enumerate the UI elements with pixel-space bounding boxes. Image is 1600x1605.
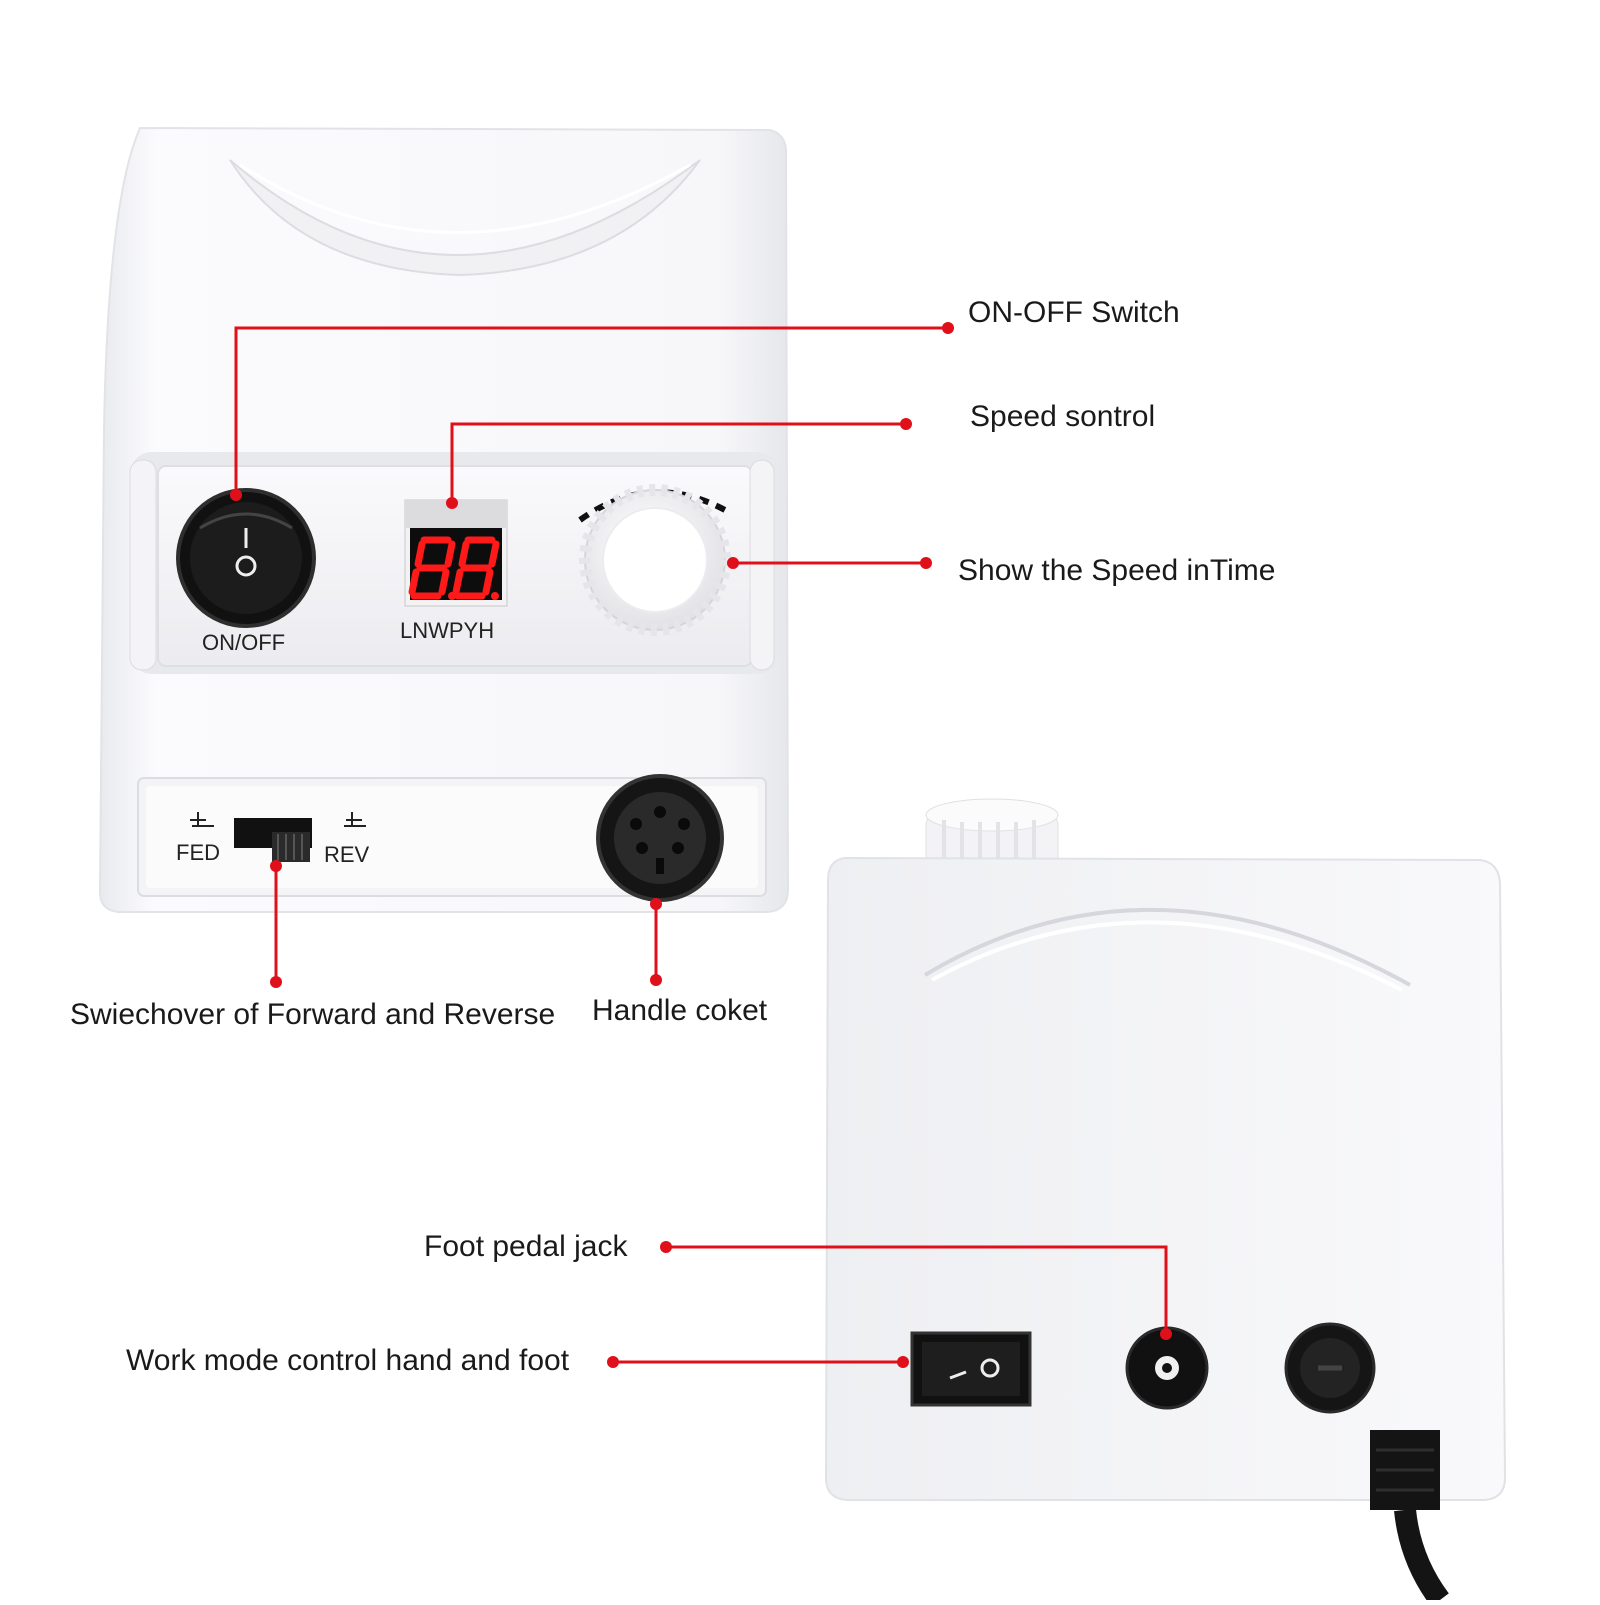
power-cord <box>1370 1430 1449 1605</box>
handle-rest-groove <box>229 159 701 277</box>
display-digit-1 <box>408 536 456 600</box>
callout-foot-pedal-jack: Foot pedal jack <box>424 1230 628 1263</box>
handle-socket-icon[interactable] <box>596 774 724 902</box>
foot-pedal-jack-icon[interactable] <box>1125 1326 1209 1410</box>
power-switch-label: ON/OFF <box>202 630 285 655</box>
lower-panel: FED REV <box>137 774 767 902</box>
fuse-holder-icon <box>1284 1322 1376 1414</box>
callout-speed-control: Speed sontrol <box>970 400 1156 433</box>
callout-line-on-off <box>234 326 948 495</box>
speed-knob[interactable] <box>578 484 731 636</box>
callout-handle-socket: Handle coket <box>592 994 768 1027</box>
callout-work-mode: Work mode control hand and foot <box>126 1344 570 1377</box>
direction-switch[interactable] <box>234 818 312 862</box>
callout-line-foot-pedal <box>666 1245 1168 1334</box>
back-unit <box>824 798 1507 1605</box>
back-knob-top <box>925 798 1059 868</box>
callout-dots <box>230 322 1172 1368</box>
reverse-symbol-icon <box>344 812 366 827</box>
forward-symbol-icon <box>190 812 214 827</box>
forward-label: FED <box>176 840 220 865</box>
control-panel: ON/OFF LNWPYH <box>129 452 780 674</box>
work-mode-switch[interactable] <box>910 1331 1032 1407</box>
callout-show-speed: Show the Speed inTime <box>958 554 1276 587</box>
callout-switchover: Swiechover of Forward and Reverse <box>70 998 556 1031</box>
power-rocker-switch[interactable] <box>176 488 316 628</box>
front-unit: ON/OFF LNWPYH <box>98 126 790 913</box>
reverse-label: REV <box>324 842 370 867</box>
callout-line-speed-control <box>450 422 906 503</box>
speed-display <box>404 499 508 607</box>
back-unit-groove <box>923 908 1411 987</box>
display-digit-2 <box>452 536 500 600</box>
callout-on-off-switch: ON-OFF Switch <box>968 296 1180 329</box>
display-brand-label: LNWPYH <box>400 618 494 643</box>
callout-lines <box>234 326 1168 1364</box>
